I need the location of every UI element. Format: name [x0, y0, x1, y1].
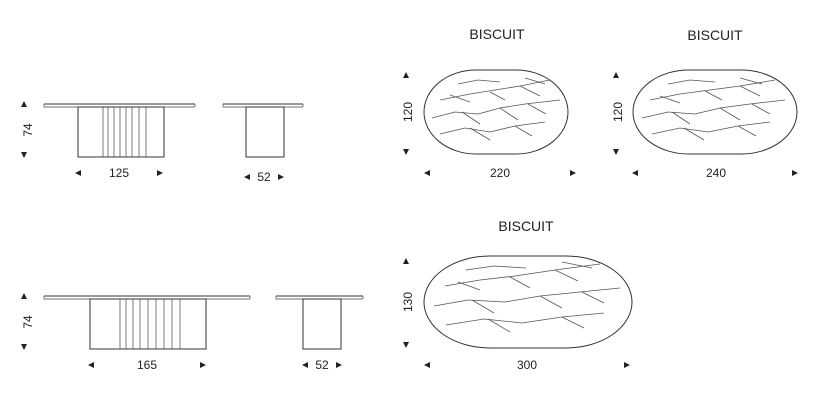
row1-depth-dimension: 52 [244, 170, 284, 184]
row1-width-dimension: 125 [75, 166, 163, 180]
oval2-length-dimension: 240 [632, 166, 798, 180]
row1-front-view [43, 103, 196, 158]
oval3-title: BISCUIT [498, 218, 554, 234]
row2-width-label: 165 [137, 358, 157, 372]
arrow-right-icon [278, 174, 284, 180]
arrow-right-icon [792, 170, 798, 176]
oval1-title: BISCUIT [469, 26, 525, 42]
row2-width-dimension: 165 [88, 358, 206, 372]
oval1-depth-dimension: 120 [401, 72, 415, 155]
oval1-length-label: 220 [490, 166, 510, 180]
oval3-depth-dimension: 130 [401, 258, 415, 348]
arrow-up-icon [21, 101, 27, 107]
arrow-left-icon [302, 362, 308, 368]
oval1-length-dimension: 220 [424, 166, 576, 180]
arrow-left-icon [424, 362, 430, 368]
row2-depth-label: 52 [315, 358, 329, 372]
row1-side-view [222, 103, 304, 158]
row2-height-label: 74 [21, 315, 35, 329]
oval3-depth-label: 130 [401, 292, 415, 312]
row2-front-view [43, 295, 251, 350]
oval3-length-label: 300 [517, 358, 537, 372]
oval1-depth-label: 120 [401, 102, 415, 122]
oval2-title: BISCUIT [687, 27, 743, 43]
arrow-left-icon [88, 362, 94, 368]
oval2-length-label: 240 [706, 166, 726, 180]
arrow-up-icon [613, 72, 619, 78]
arrow-up-icon [403, 258, 409, 264]
arrow-up-icon [21, 293, 27, 299]
arrow-down-icon [613, 149, 619, 155]
oval1-top-view [423, 69, 569, 155]
row2-height-dimension: 74 [21, 293, 35, 350]
oval3-length-dimension: 300 [424, 358, 630, 372]
arrow-left-icon [632, 170, 638, 176]
arrow-left-icon [75, 170, 81, 176]
oval2-depth-dimension: 120 [611, 72, 625, 155]
row1-depth-label: 52 [257, 170, 271, 184]
oval2-top-view [632, 69, 798, 155]
row1-height-label: 74 [21, 123, 35, 137]
arrow-right-icon [200, 362, 206, 368]
row1-width-label: 125 [109, 166, 129, 180]
arrow-left-icon [244, 174, 250, 180]
arrow-right-icon [336, 362, 342, 368]
arrow-up-icon [403, 72, 409, 78]
arrow-down-icon [403, 342, 409, 348]
row2-side-view [275, 295, 364, 350]
row2-depth-dimension: 52 [302, 358, 342, 372]
arrow-down-icon [21, 152, 27, 158]
arrow-down-icon [403, 149, 409, 155]
arrow-right-icon [570, 170, 576, 176]
arrow-right-icon [624, 362, 630, 368]
row1-height-dimension: 74 [21, 101, 35, 158]
arrow-left-icon [424, 170, 430, 176]
oval3-top-view [423, 255, 633, 349]
oval2-depth-label: 120 [611, 102, 625, 122]
arrow-right-icon [157, 170, 163, 176]
arrow-down-icon [21, 344, 27, 350]
